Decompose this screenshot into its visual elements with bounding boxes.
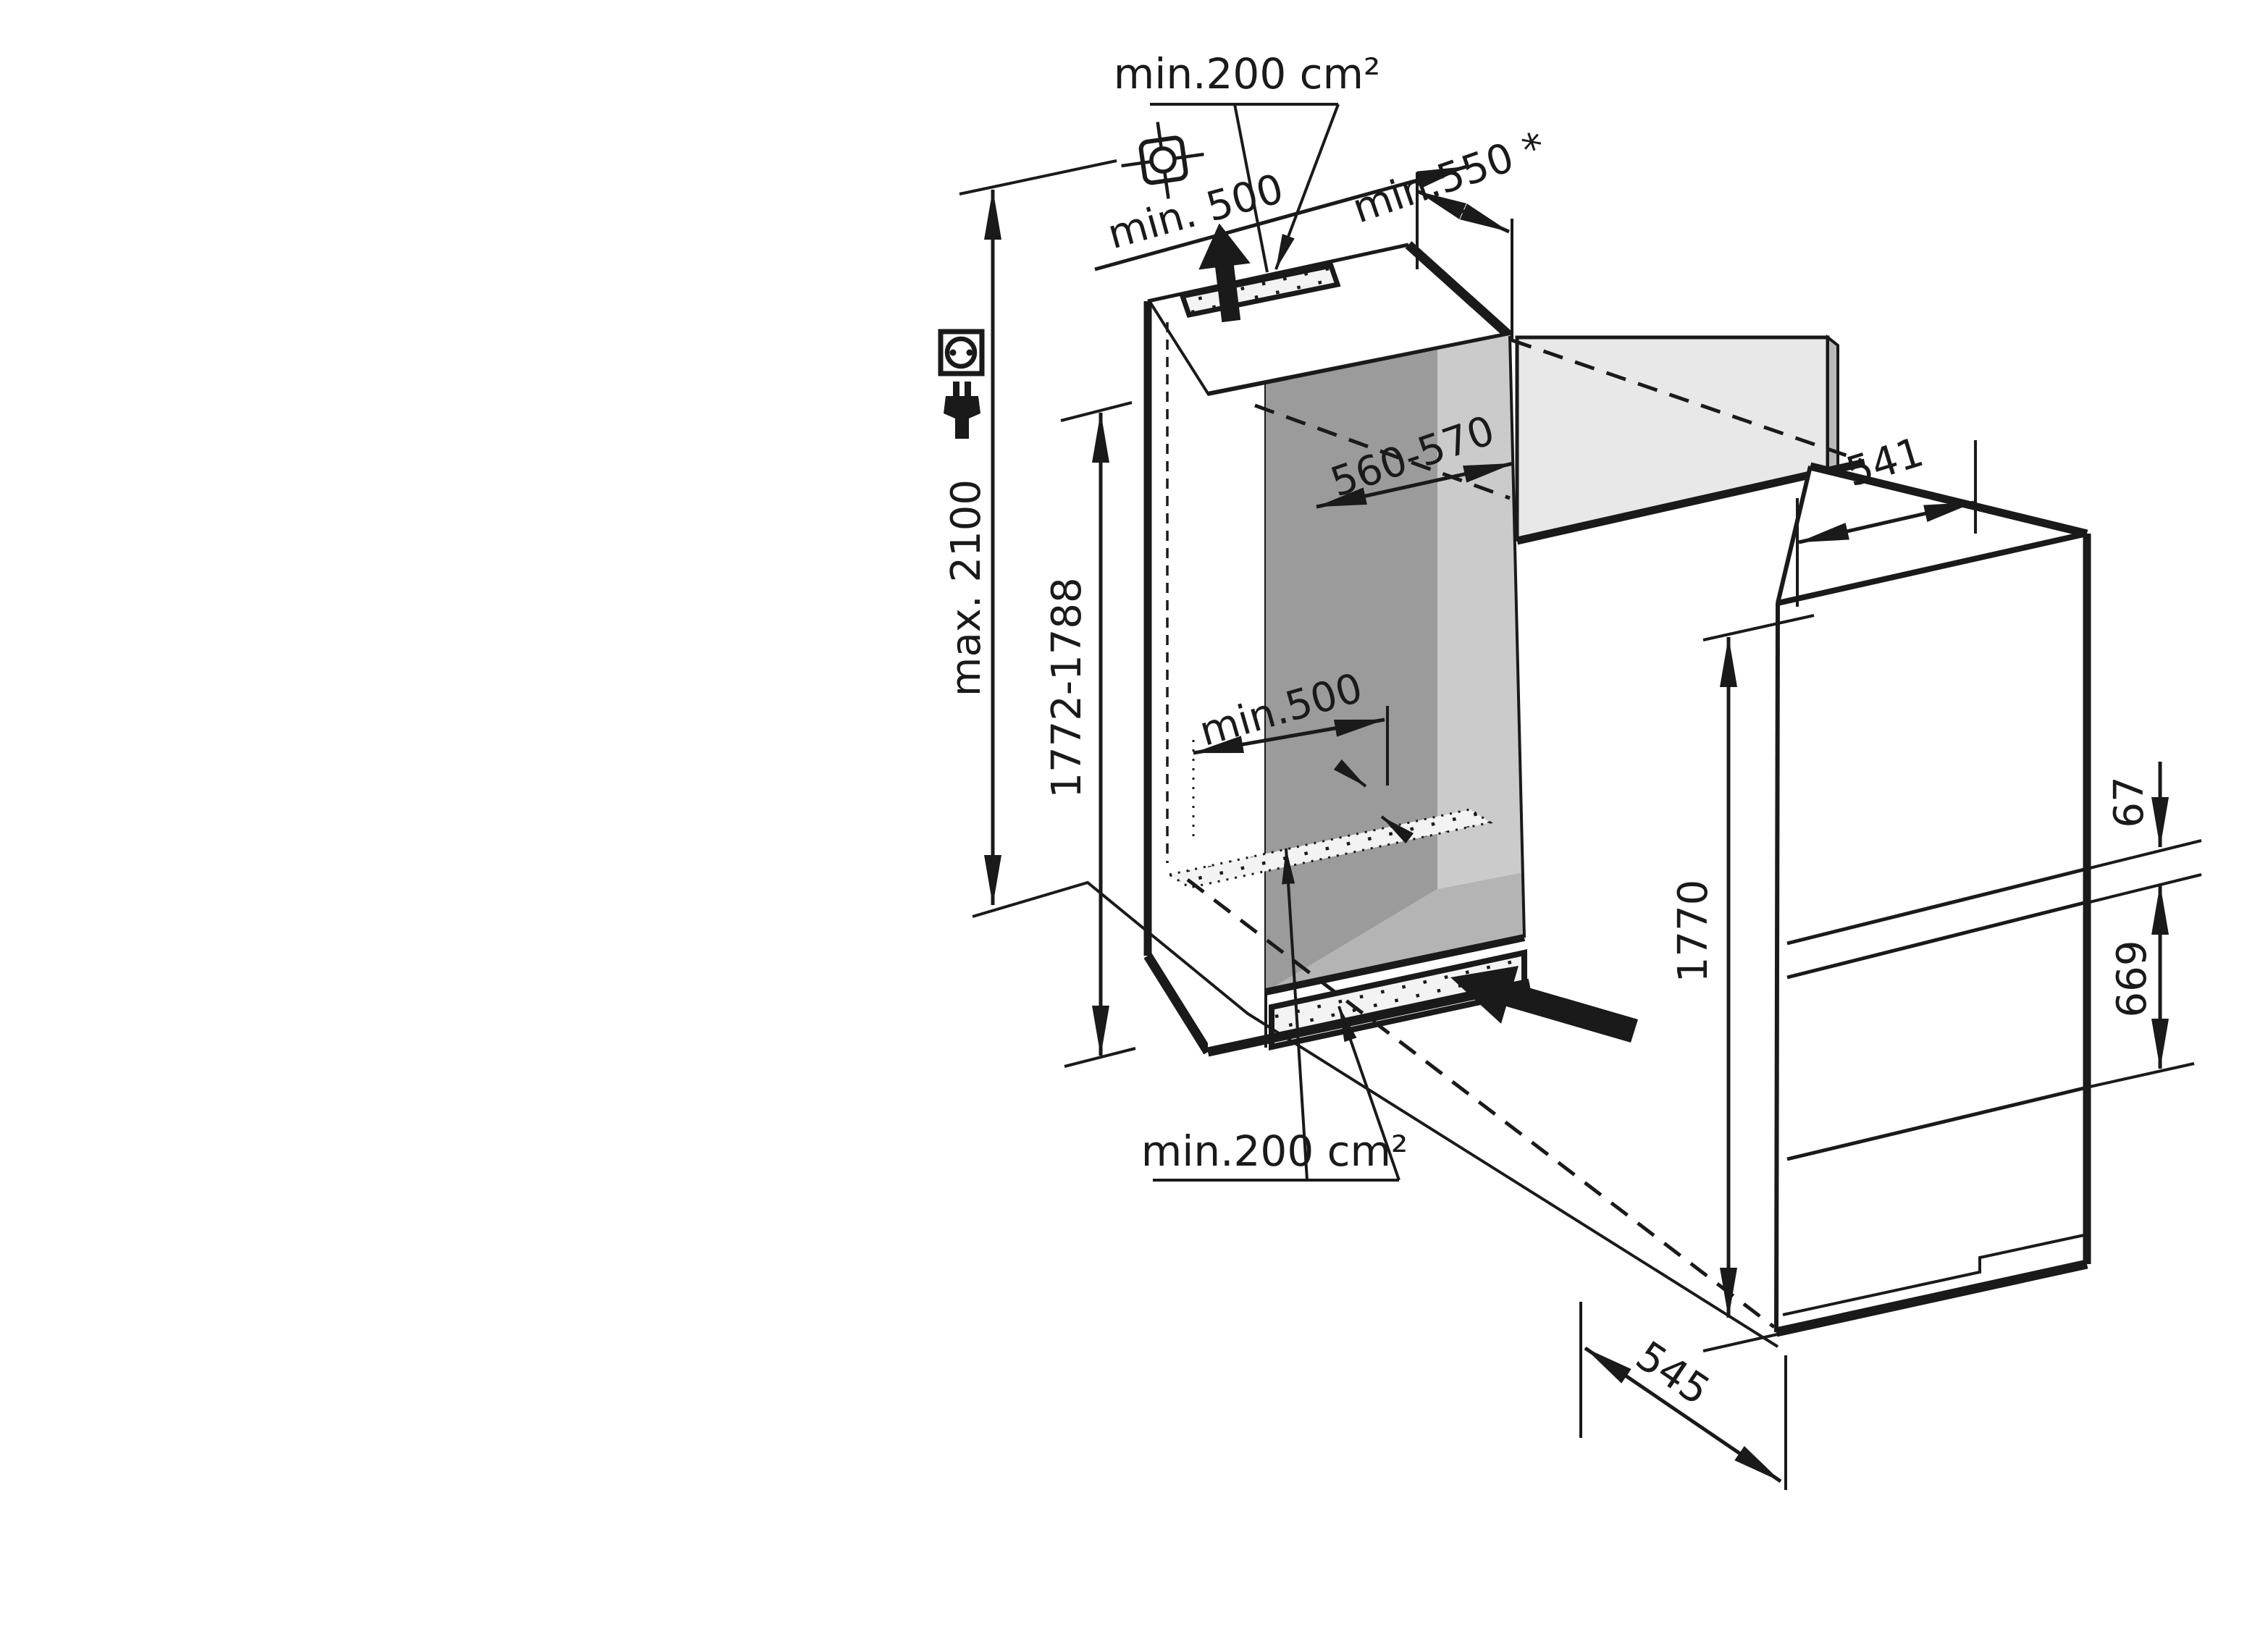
- niche-cabinet: [1143, 241, 1531, 1057]
- socket-pin-left: [949, 349, 957, 356]
- callout-top-vent: min.200 cm²: [1114, 49, 1381, 273]
- lower-door-top-line: [1786, 900, 2088, 980]
- strip-width-arrow-1: [1333, 759, 1367, 788]
- dim-niche-height: 1772-1788: [1043, 401, 1136, 1068]
- swing-line-top: [1511, 338, 1862, 463]
- plug-body: [944, 396, 980, 439]
- opening-right-edge: [1508, 335, 1526, 938]
- top-vent-leader-2: [1274, 104, 1340, 270]
- hidden-top-line: [1254, 403, 1511, 500]
- plug-prong-right: [965, 382, 971, 397]
- callout-bottom-vent: min.200 cm²: [1141, 848, 1408, 1182]
- dim-appliance-depth: 545: [1579, 1302, 1787, 1490]
- top-vent-leader-1: [1233, 104, 1269, 273]
- upper-door-bottom-line: [1786, 867, 2088, 946]
- appliance-top-back-edge: [1809, 462, 2088, 538]
- appliance-width-label: 541: [1841, 429, 1928, 496]
- lower-door-ext: [2089, 1062, 2195, 1088]
- appliance-width-dim-line: [1798, 500, 1975, 544]
- floor-vent-dim-line: [1193, 717, 1385, 755]
- niche-floor: [1266, 872, 1524, 992]
- top-vent-area-label: min.200 cm²: [1114, 49, 1381, 98]
- bottom-vent-area-label: min.200 cm²: [1141, 1127, 1408, 1176]
- strip-width-arrow-2: [1380, 815, 1414, 844]
- lower-door-height-label: 669: [2109, 940, 2156, 1018]
- ceiling-height-label: max. 2100: [943, 479, 990, 696]
- socket-pin-right: [966, 349, 973, 356]
- door-gap-ext-top: [2089, 839, 2202, 870]
- mounting-plate-icon: [1121, 122, 1204, 199]
- appliance-front-left-edge: [1774, 602, 1780, 1333]
- niche-width-dim-line: [1316, 461, 1514, 509]
- bottom-vent-leader-1: [1282, 848, 1309, 1181]
- niche-left-side-face: [1148, 301, 1208, 1052]
- power-plug-icon: [944, 382, 980, 439]
- swing-line-bottom: [1186, 878, 1776, 1329]
- door-gap-ext-bottom: [2089, 873, 2202, 904]
- niche-bottom-left-edge: [1143, 953, 1212, 1055]
- bottom-vent-leader-2: [1337, 1006, 1400, 1181]
- appliance: [1774, 462, 2091, 1337]
- appliance-depth-dim-line: [1584, 1346, 1782, 1483]
- floor-line: [972, 880, 1779, 1348]
- appliance-top-left-edge: [1776, 466, 1813, 604]
- dim-door-gap: 67: [2089, 762, 2202, 904]
- niche-top-right-edge: [1405, 241, 1513, 340]
- appliance-height-tick-bottom: [1702, 1331, 1788, 1352]
- dim-ceiling-height: max. 2100: [943, 159, 1779, 1348]
- niche-height-tick-top: [1060, 401, 1133, 422]
- niche-depth-dim-line: [1416, 189, 1511, 234]
- floor-front-edge: [1264, 934, 1526, 996]
- dim-appliance-height: 1770: [1670, 614, 1815, 1352]
- niche-depth-label: min.550 *: [1347, 123, 1551, 232]
- appliance-top-front-edge: [1777, 531, 2088, 606]
- lower-door-bottom-line: [1786, 1085, 2088, 1161]
- niche-height-label: 1772-1788: [1043, 577, 1091, 798]
- socket-round: [944, 336, 978, 369]
- appliance-bottom-edge: [1775, 1259, 2088, 1337]
- appliance-depth-label: 545: [1627, 1332, 1718, 1415]
- appliance-height-label: 1770: [1670, 880, 1717, 983]
- appliance-front-face: [1776, 534, 2087, 1332]
- appliance-height-tick-top: [1702, 614, 1815, 641]
- niche-front-stile: [1208, 384, 1266, 1052]
- kick-plinth-line: [1782, 1234, 2085, 1316]
- power-socket-icon: [938, 329, 985, 376]
- ceiling-tick: [959, 159, 1117, 195]
- door-gap-label: 67: [2106, 776, 2153, 828]
- top-clearance-dim-line: [1094, 164, 1468, 272]
- dim-lower-door-height: 669: [2089, 884, 2195, 1088]
- airflow-up-arrow: [1198, 223, 1251, 323]
- airflow-intake-arrow: [1450, 966, 1638, 1043]
- plate-hole: [1149, 146, 1177, 174]
- door-edge-face: [1826, 334, 1839, 482]
- plug-prong-left: [953, 382, 959, 397]
- niche-height-tick-bottom: [1064, 1047, 1136, 1068]
